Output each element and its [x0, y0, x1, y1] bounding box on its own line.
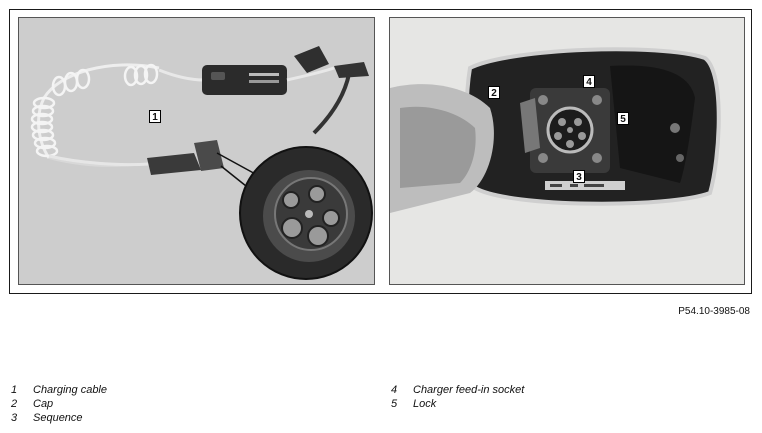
legend-number: 3: [11, 412, 18, 424]
callout-3: 3: [573, 170, 585, 183]
callout-5: 5: [617, 112, 629, 125]
legend-number: 2: [11, 398, 18, 410]
legend-right: 4 Charger feed-in socket 5 Lock: [391, 383, 524, 411]
legend-item: 4 Charger feed-in socket: [391, 383, 524, 397]
legend-item: 2 Cap: [11, 397, 107, 411]
legend-label: Sequence: [33, 412, 83, 424]
figure-frame: 1: [9, 9, 752, 294]
charging-socket-illustration: [390, 18, 744, 284]
legend-item: 1 Charging cable: [11, 383, 107, 397]
callout-1: 1: [149, 110, 161, 123]
legend-number: 1: [11, 384, 18, 396]
legend-number: 5: [391, 398, 398, 410]
legend-label: Charger feed-in socket: [413, 384, 525, 396]
legend-label: Charging cable: [33, 384, 107, 396]
figure-code: P54.10-3985-08: [678, 306, 750, 317]
charging-cable-illustration: [19, 18, 374, 284]
legend-item: 3 Sequence: [11, 411, 107, 425]
charging-socket-photo: 2 3 4 5: [389, 17, 745, 285]
callout-2: 2: [488, 86, 500, 99]
legend-label: Cap: [33, 398, 54, 410]
legend-left: 1 Charging cable 2 Cap 3 Sequence: [11, 383, 107, 425]
callout-4: 4: [583, 75, 595, 88]
legend-label: Lock: [413, 398, 437, 410]
charging-cable-photo: 1: [18, 17, 375, 285]
legend-number: 4: [391, 384, 398, 396]
legend-item: 5 Lock: [391, 397, 524, 411]
